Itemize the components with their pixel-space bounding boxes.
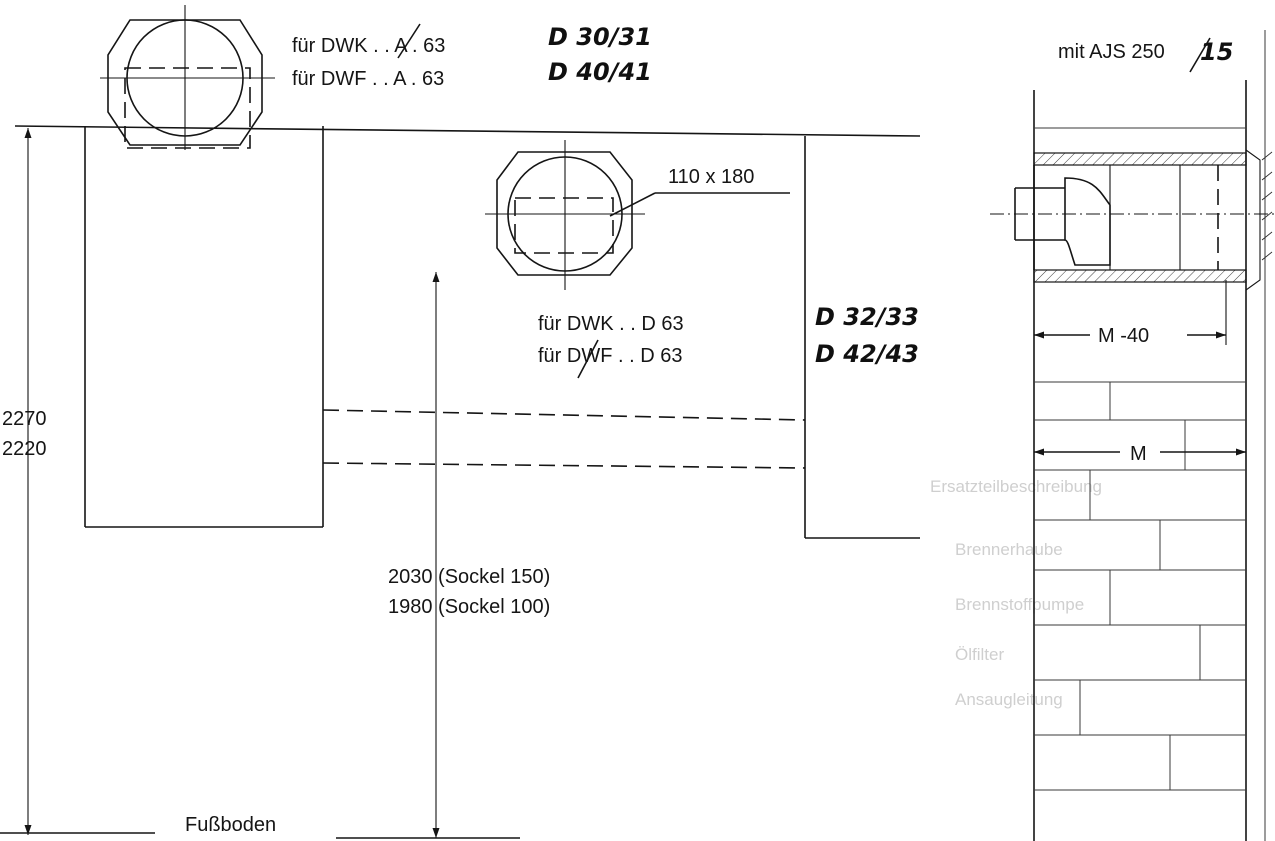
ajs-label: mit AJS 250	[1058, 41, 1165, 63]
rear-flue-connection	[485, 140, 790, 290]
sockel-100-label: 1980 (Sockel 100)	[388, 596, 550, 618]
m-minus-40-label: M -40	[1098, 325, 1149, 347]
boiler-outline	[14, 125, 921, 528]
handwritten-note: 15	[1200, 38, 1233, 66]
height-2220-label: 2220	[2, 438, 47, 460]
top-dwf-label: für DWF . . A . 63	[292, 68, 444, 90]
chimney-connector	[990, 152, 1275, 283]
handwritten-note: D 42/43	[815, 340, 919, 368]
background-item: Brennerhaube	[955, 540, 1063, 559]
mid-dwf-label: für DWF . . D 63	[538, 345, 682, 367]
opening-size-label: 110 x 180	[668, 166, 754, 188]
wall-dimensions	[1034, 280, 1246, 456]
floor-label: Fußboden	[185, 814, 276, 836]
socket-height-dimension	[336, 272, 520, 839]
height-dimension	[0, 128, 155, 835]
handwritten-note: D 40/41	[548, 58, 652, 86]
rear-wall-outline	[322, 136, 920, 539]
strike-mark	[1189, 37, 1211, 73]
handwritten-note: D 30/31	[548, 23, 652, 51]
background-item: Ölfilter	[955, 645, 1004, 664]
background-bleed-text: Ersatzteilbeschreibung Brennerhaube Bren…	[930, 477, 1102, 709]
background-heading: Ersatzteilbeschreibung	[930, 477, 1102, 496]
background-item: Brennstoffpumpe	[955, 595, 1084, 614]
mid-dwk-label: für DWK . . D 63	[538, 313, 684, 335]
top-dwk-label: für DWK . . A . 63	[292, 35, 445, 57]
strike-mark	[397, 23, 421, 59]
top-flue-connection	[100, 5, 275, 150]
m-label: M	[1130, 443, 1147, 465]
background-item: Ansaugleitung	[955, 690, 1063, 709]
wall-section	[1033, 30, 1273, 841]
strike-mark	[577, 339, 599, 379]
handwritten-note: D 32/33	[815, 303, 919, 331]
sockel-150-label: 2030 (Sockel 150)	[388, 566, 550, 588]
height-2270-label: 2270	[2, 408, 47, 430]
